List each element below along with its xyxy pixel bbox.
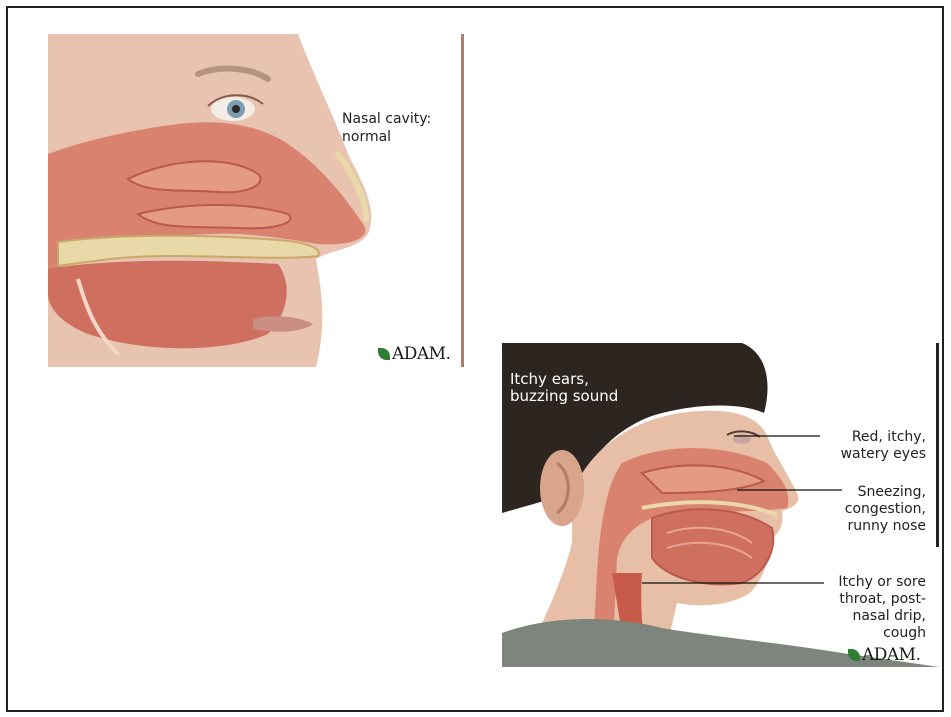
itchy-ears-label: Itchy ears, buzzing sound — [510, 371, 618, 405]
panel-side-bar — [936, 343, 939, 547]
nose-callout-label: Sneezing, congestion, runny nose — [845, 484, 926, 535]
logo-text: ADAM. — [392, 344, 451, 364]
leaf-logo-icon — [848, 649, 860, 661]
normal-nasal-cavity-illustration: Nasal cavity: normal ADAM. — [48, 34, 464, 367]
adam-logo: ADAM. — [848, 645, 921, 665]
logo-text: ADAM. — [862, 645, 921, 665]
throat-callout-label: Itchy or sore throat, post- nasal drip, … — [838, 574, 926, 642]
nasal-cavity-drawing — [48, 34, 464, 367]
adam-logo: ADAM. — [378, 344, 451, 364]
panel-divider — [461, 34, 464, 367]
nasal-cavity-normal-label: Nasal cavity: normal — [342, 110, 431, 146]
eyes-callout-label: Red, itchy, watery eyes — [841, 429, 926, 463]
allergy-symptoms-illustration: Itchy ears, buzzing sound Red, itchy, wa… — [502, 343, 939, 667]
leaf-logo-icon — [378, 348, 390, 360]
